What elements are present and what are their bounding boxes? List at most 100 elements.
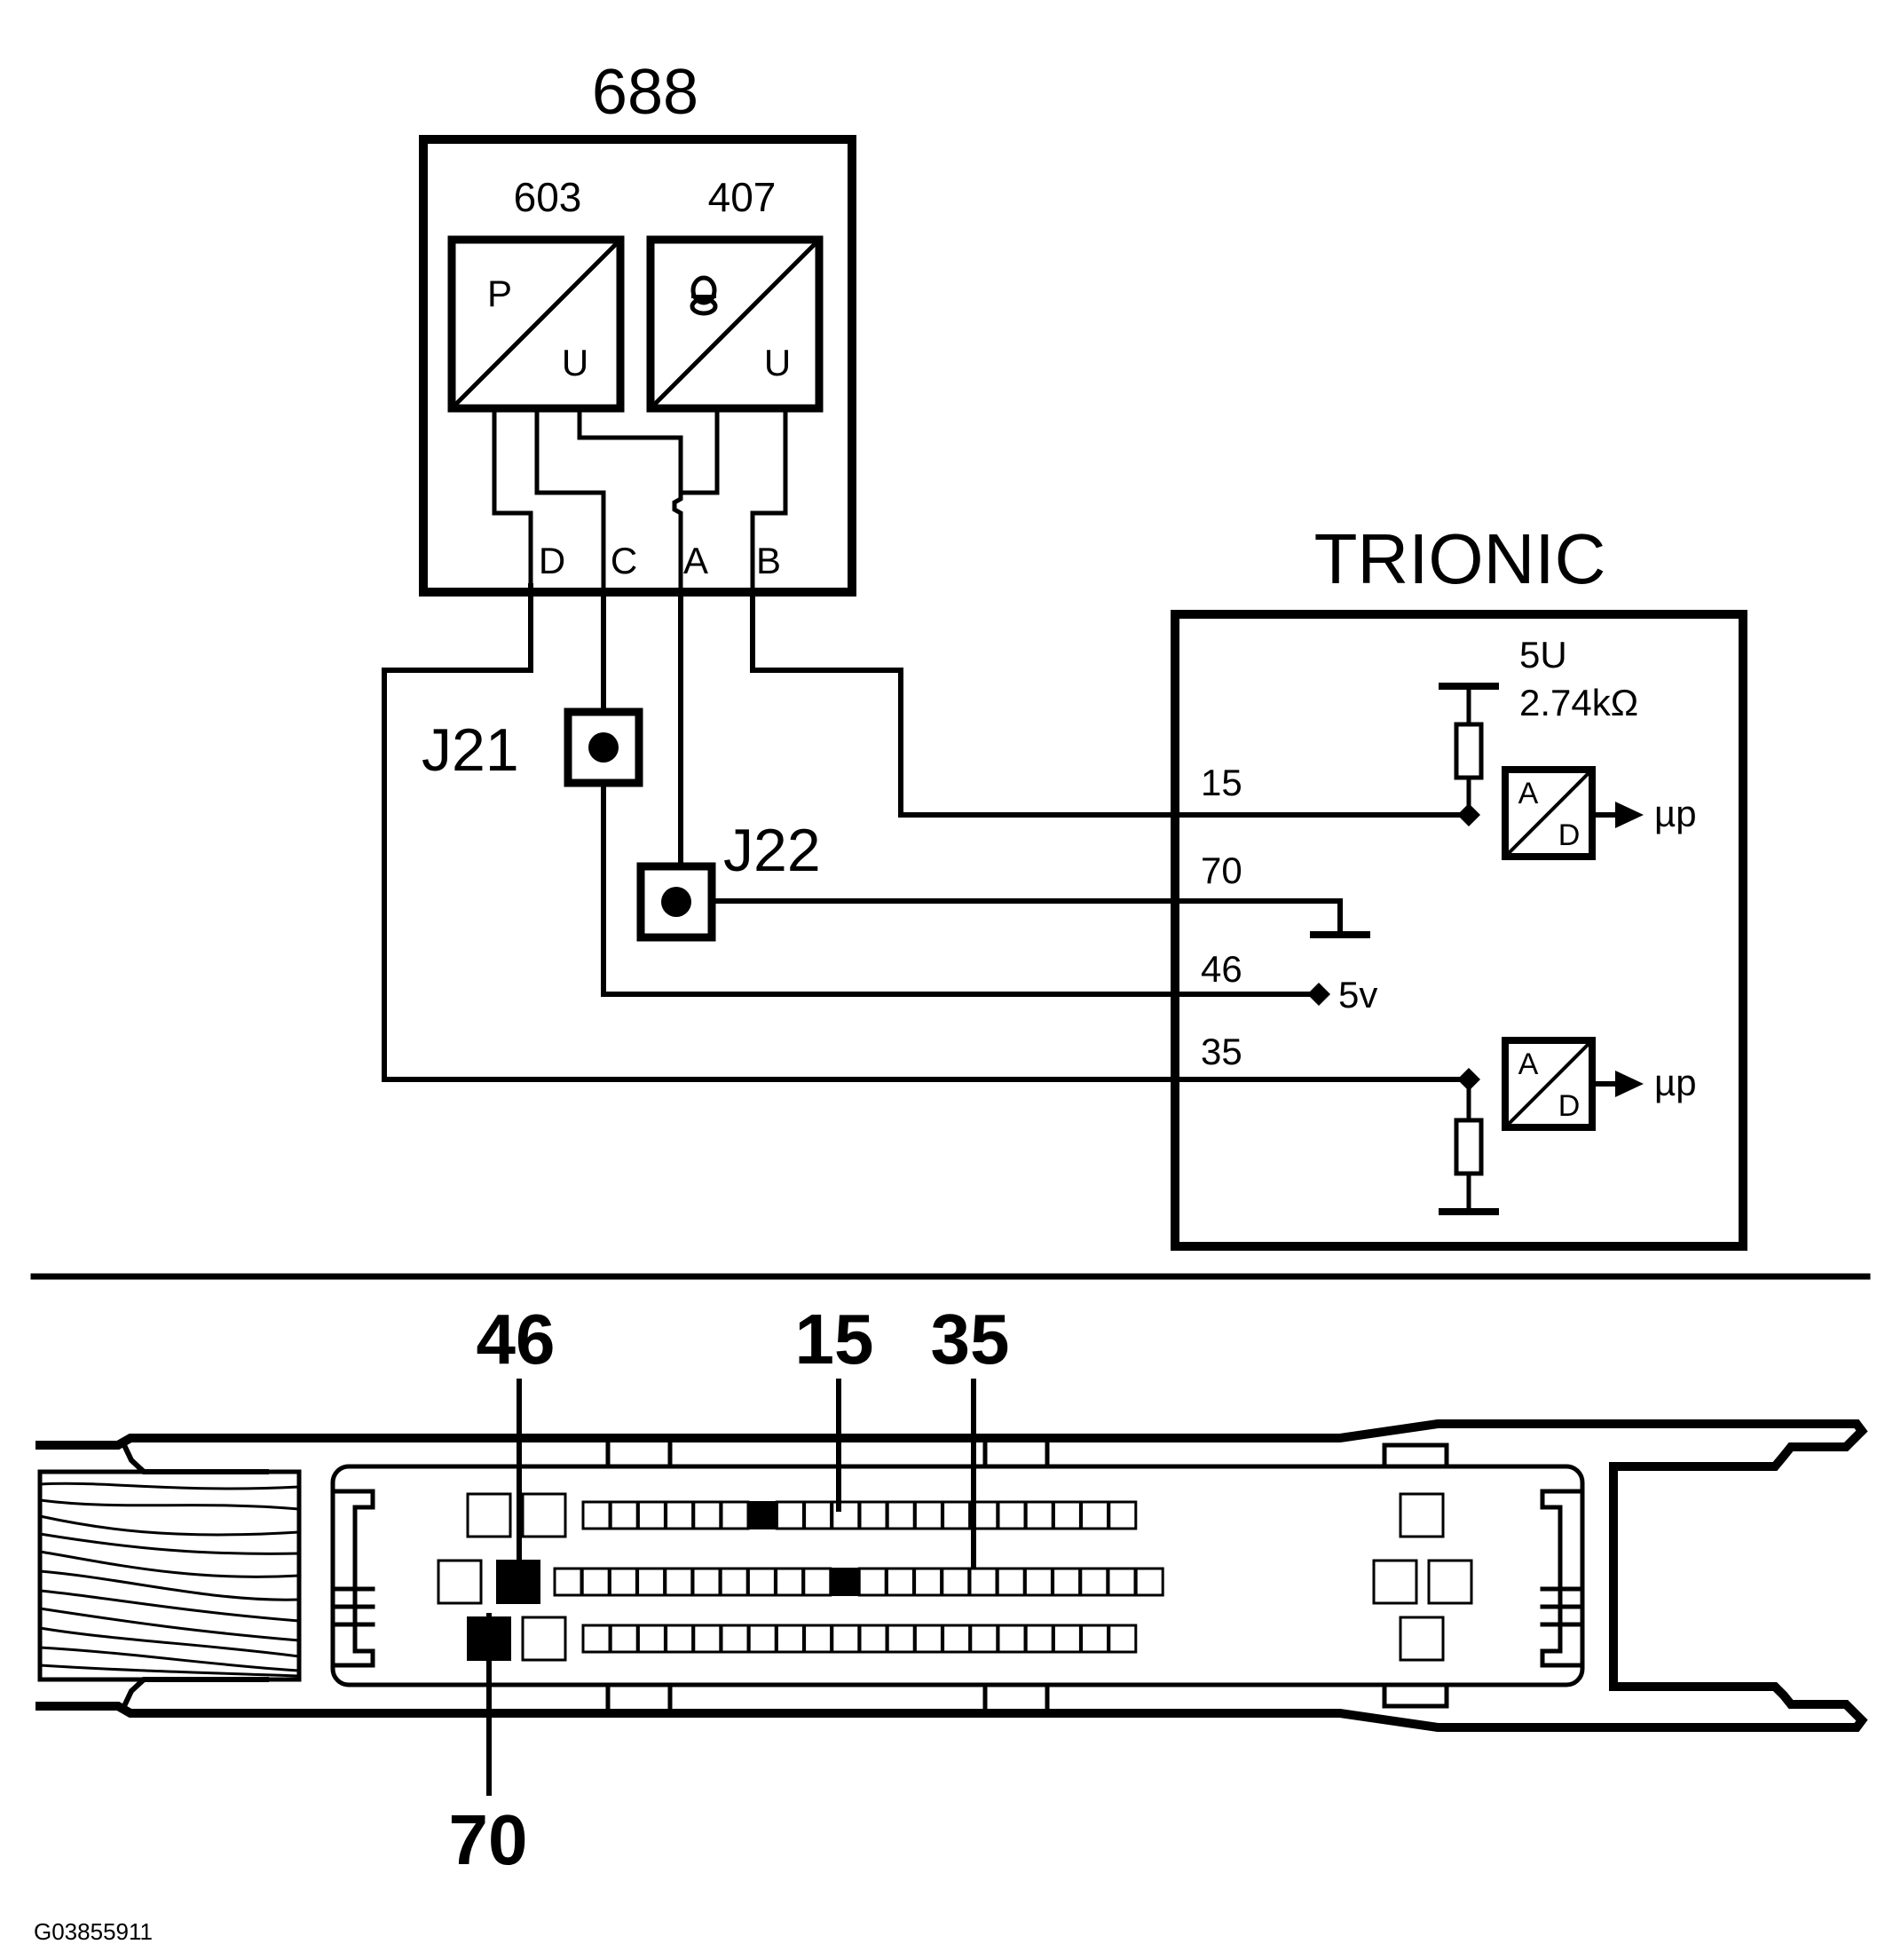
connector-pin xyxy=(720,1500,750,1530)
adc-upper: A D µp xyxy=(1502,766,1697,860)
ecu-pin-46-label: 46 xyxy=(1201,948,1242,990)
micro-label-lower: µp xyxy=(1654,1062,1697,1103)
pull-up-resistor: 5U 2.74kΩ xyxy=(1439,634,1638,826)
connector-pin xyxy=(803,1624,833,1654)
connector-pin xyxy=(1427,1559,1473,1605)
connector-pin xyxy=(969,1624,999,1654)
ecu-frame xyxy=(1171,610,1747,1251)
supply-label: 5v xyxy=(1338,974,1377,1016)
wire-pin-b-to-15 xyxy=(750,588,1469,818)
connector-pin xyxy=(942,1624,972,1654)
adc-lower-output-label: D xyxy=(1558,1089,1581,1123)
connector-pin xyxy=(720,1624,750,1654)
pin-d-label: D xyxy=(539,540,565,581)
pressure-sensor-input: P xyxy=(487,273,512,314)
connector-pin xyxy=(691,1567,722,1597)
connector-pin xyxy=(886,1624,916,1654)
wire-bundle xyxy=(37,1469,302,1682)
connector-pin xyxy=(1372,1559,1418,1605)
junction-j22: J22 xyxy=(636,817,821,942)
connector-pin xyxy=(466,1492,512,1538)
connector-pin xyxy=(997,1500,1027,1530)
connector-pin xyxy=(968,1567,998,1597)
connector-pin xyxy=(1024,1624,1054,1654)
pin-a-label: A xyxy=(683,540,708,581)
connector-pin xyxy=(1080,1500,1110,1530)
connector-pin xyxy=(997,1624,1027,1654)
arrow-right-icon xyxy=(1615,1071,1644,1097)
connector-pin xyxy=(581,1624,611,1654)
junction-j21-label: J21 xyxy=(422,716,519,784)
connector-pin xyxy=(521,1492,567,1538)
adc-upper-input-label: A xyxy=(1518,777,1539,810)
adc-upper-output-label: D xyxy=(1558,818,1581,852)
connector-pin xyxy=(831,1624,861,1654)
ecu-pin-15-label: 15 xyxy=(1201,762,1242,803)
connector-pin xyxy=(775,1500,805,1530)
connector-pin xyxy=(521,1616,567,1662)
pull-up-voltage-label: 5U xyxy=(1519,634,1567,676)
junction-j22-dot xyxy=(661,887,691,917)
connector-pin xyxy=(664,1567,694,1597)
supply-5v: 5v xyxy=(1307,974,1377,1016)
connector-pin xyxy=(1024,1500,1054,1530)
wire-pin-a-to-70 xyxy=(678,588,1343,937)
supply-node-icon xyxy=(1307,983,1330,1006)
connector-pin xyxy=(802,1567,832,1597)
connector-pin xyxy=(1107,1567,1137,1597)
connector-pin-highlighted xyxy=(831,1568,859,1596)
connector-callouts: 46 15 35 70 xyxy=(449,1300,1010,1879)
connector-pin xyxy=(665,1624,695,1654)
connector-pin xyxy=(1134,1567,1164,1597)
connector-pin-highlighted xyxy=(748,1501,777,1529)
ecu-label: TRIONIC xyxy=(1314,519,1606,598)
connector-pin xyxy=(913,1567,943,1597)
connector-pin xyxy=(1052,1567,1082,1597)
connector-pin xyxy=(1108,1500,1138,1530)
connector-pin xyxy=(746,1567,777,1597)
connector-pin xyxy=(692,1624,722,1654)
connector-pin xyxy=(775,1624,805,1654)
connector-pin xyxy=(692,1500,722,1530)
connector-pin xyxy=(608,1567,638,1597)
callout-70: 70 xyxy=(449,1800,528,1879)
ecu-connector-view: 46 15 35 70 xyxy=(35,1300,1868,1879)
connector-pin xyxy=(885,1567,915,1597)
junction-j21-dot xyxy=(588,732,619,763)
connector-pin xyxy=(775,1567,805,1597)
temperature-sensor-box xyxy=(646,235,824,413)
connector-pin xyxy=(553,1567,583,1597)
connector-pin xyxy=(665,1500,695,1530)
temperature-sensor-diagonal xyxy=(647,236,823,412)
connector-pin xyxy=(581,1500,611,1530)
connector-pin xyxy=(803,1500,833,1530)
pressure-sensor-id: 603 xyxy=(514,174,582,220)
connector-pin xyxy=(1052,1500,1082,1530)
connector-pin xyxy=(1052,1624,1082,1654)
connector-pin xyxy=(1080,1624,1110,1654)
connector-pin xyxy=(858,1624,888,1654)
adc-lower: A D µp xyxy=(1502,1037,1697,1131)
connector-pin xyxy=(1079,1567,1109,1597)
connector-pin xyxy=(1399,1616,1445,1662)
callout-46: 46 xyxy=(477,1300,556,1379)
connector-pin xyxy=(747,1624,777,1654)
connector-pin xyxy=(1023,1567,1053,1597)
external-wiring xyxy=(382,583,1469,1082)
connector-pin xyxy=(942,1500,972,1530)
micro-label-upper: µp xyxy=(1654,793,1697,834)
module-label: 688 xyxy=(592,57,698,128)
adc-lower-input-label: A xyxy=(1518,1047,1539,1081)
temperature-sensor-id: 407 xyxy=(708,174,777,220)
callout-15: 15 xyxy=(795,1300,874,1379)
pull-down-resistor xyxy=(1439,1068,1499,1215)
module-frame xyxy=(419,135,856,597)
thermometer-icon xyxy=(690,275,718,316)
junction-j21: J21 xyxy=(422,707,643,787)
pressure-sensor-603: 603 P U xyxy=(447,174,625,413)
connector-pin xyxy=(913,1624,943,1654)
connector-pin xyxy=(580,1567,611,1597)
connector-pin xyxy=(1399,1492,1445,1538)
junction-j22-label: J22 xyxy=(723,817,821,884)
